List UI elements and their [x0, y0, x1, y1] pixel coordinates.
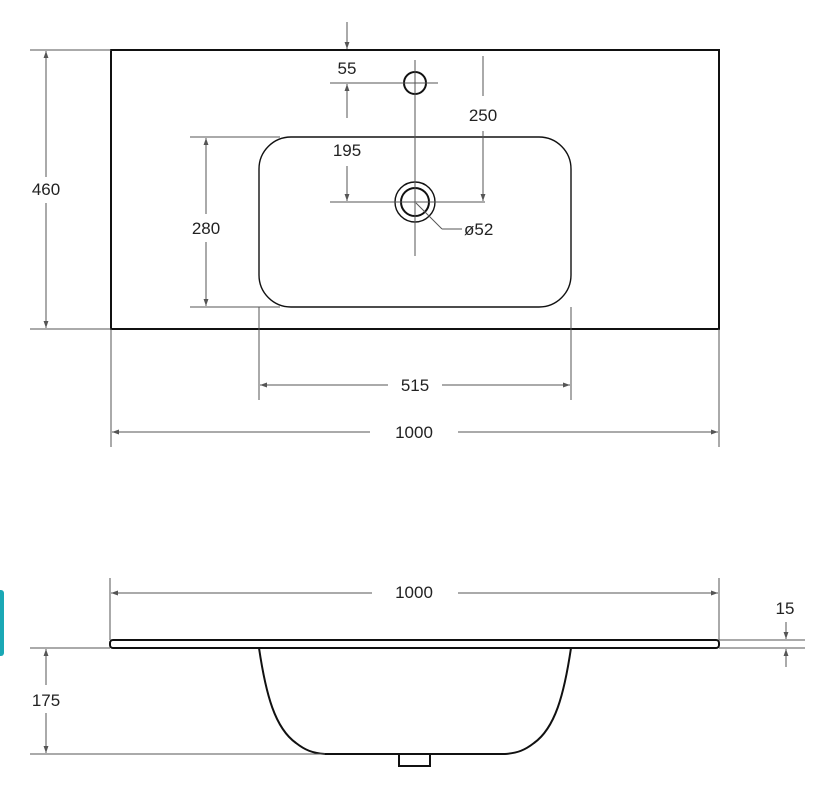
- dimension-overall-width-top: 1000: [110, 329, 720, 447]
- drain-stub: [398, 753, 431, 767]
- overall-width-top-label: 1000: [395, 423, 433, 442]
- top-thickness-label: 15: [776, 599, 795, 618]
- overall-depth-label: 460: [32, 180, 60, 199]
- bowl-profile: [258, 647, 572, 755]
- bowl-depth-label: 280: [192, 219, 220, 238]
- side-view-slab: [109, 639, 720, 649]
- top-view: 460 280 55 195 250: [30, 22, 720, 447]
- side-view: 1000 15 175: [30, 578, 805, 767]
- drain-from-tap-label: 250: [469, 106, 497, 125]
- dimension-bowl-height: 175: [30, 647, 325, 755]
- dimension-top-thickness: 15: [719, 599, 805, 667]
- dimension-tap-offset: 55: [338, 22, 357, 118]
- dimension-bowl-width: 515: [258, 307, 572, 400]
- dimension-drain-diameter: ø52: [415, 202, 493, 239]
- bowl-height-label: 175: [32, 691, 60, 710]
- overall-width-side-label: 1000: [395, 583, 433, 602]
- bowl-width-label: 515: [401, 376, 429, 395]
- dimension-overall-width-side: 1000: [109, 578, 720, 640]
- dimension-drain-from-tap: 250: [469, 56, 497, 201]
- dimension-drain-from-bowl-edge: 195: [333, 141, 361, 201]
- dimension-bowl-depth: 280: [190, 136, 280, 308]
- drain-from-bowl-edge-label: 195: [333, 141, 361, 160]
- top-view-outline: [110, 49, 720, 330]
- edge-accent-bar: [0, 590, 4, 656]
- drain-diameter-label: ø52: [464, 220, 493, 239]
- dimension-overall-depth: 460: [30, 49, 111, 330]
- tap-offset-label: 55: [338, 59, 357, 78]
